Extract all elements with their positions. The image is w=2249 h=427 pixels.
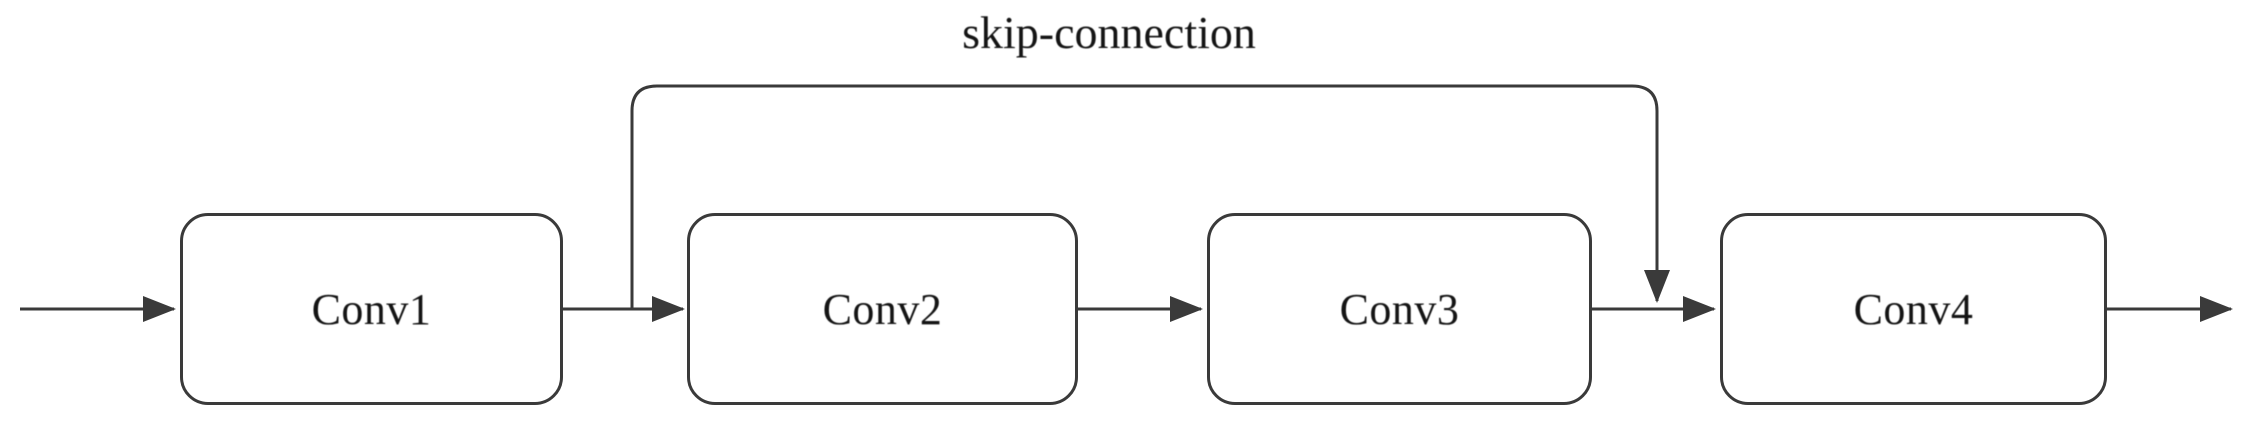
node-conv4: Conv4 — [1720, 213, 2107, 405]
node-conv2: Conv2 — [687, 213, 1078, 405]
node-conv1: Conv1 — [180, 213, 563, 405]
node-conv2-label: Conv2 — [822, 284, 943, 334]
node-conv1-label: Conv1 — [311, 284, 432, 334]
skip-connection-label: skip-connection — [962, 7, 1256, 58]
edge-skip-connection — [630, 84, 1670, 309]
node-conv3: Conv3 — [1207, 213, 1592, 405]
node-conv3-label: Conv3 — [1339, 284, 1460, 334]
node-conv4-label: Conv4 — [1853, 284, 1974, 334]
